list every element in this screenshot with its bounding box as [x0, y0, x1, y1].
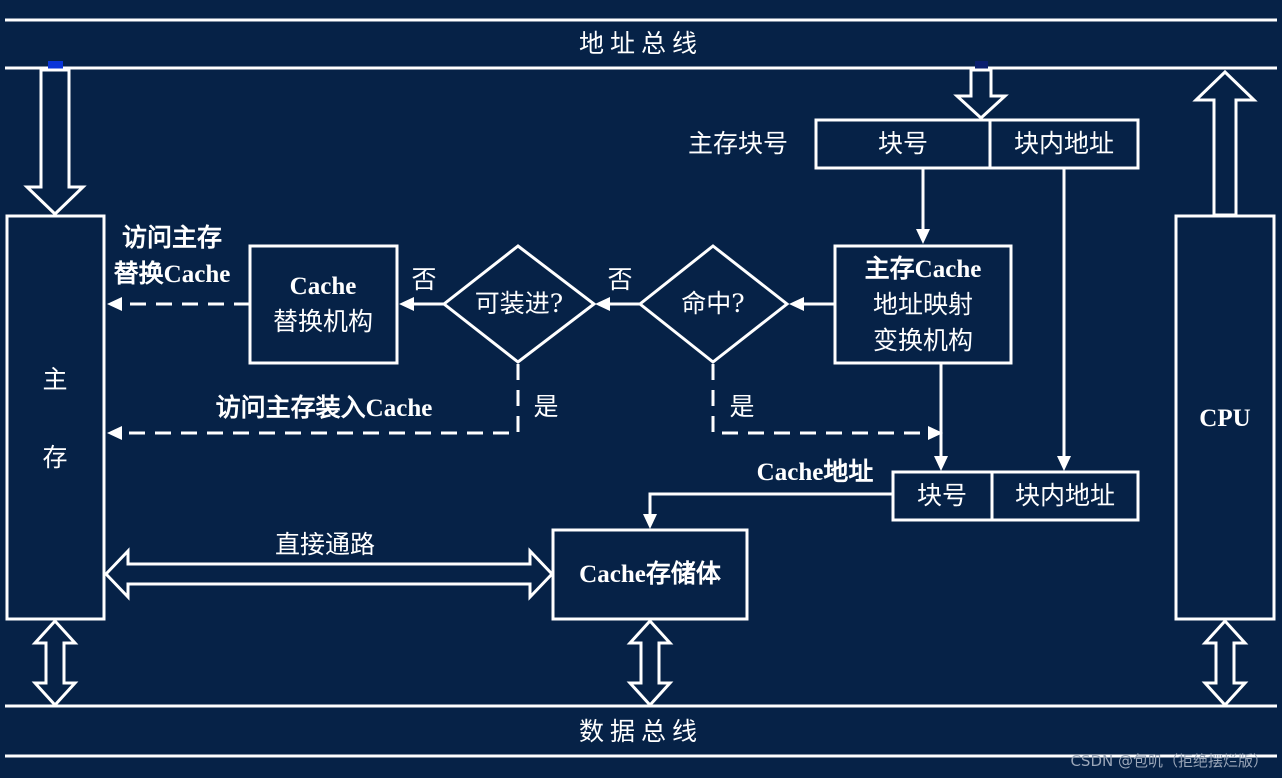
main-memory-label-bottom: 存: [42, 443, 67, 472]
memory-data-bus-arrow: [31, 618, 79, 708]
main-offset-field-label: 块内地址: [1014, 129, 1114, 158]
data-bus-label: 数据总线: [579, 717, 703, 746]
mapping-to-hit-arrowhead: [789, 297, 804, 311]
cache-address-caption: Cache地址: [757, 458, 874, 486]
load-yes-label: 是: [533, 392, 558, 421]
cache-address-to-storage-line: [648, 492, 893, 516]
cpu-label: CPU: [1199, 405, 1250, 432]
mapping-unit: 主存Cache 地址映射 变换机构: [833, 244, 1013, 365]
mapping-unit-line3: 变换机构: [873, 326, 973, 355]
cache-data-bus-arrow: [626, 618, 674, 708]
hit-decision: 命中? 否 是: [607, 244, 790, 421]
load-decision: 可装进? 否 是: [411, 244, 597, 421]
replace-unit-line2: 替换机构: [273, 307, 373, 336]
replace-unit: Cache 替换机构: [248, 244, 399, 365]
main-block-field-label: 块号: [878, 129, 928, 158]
hit-decision-diamond: [637, 244, 790, 364]
hit-yes-arrowhead: [928, 426, 943, 440]
address-to-memory-arrow: [23, 68, 87, 217]
load-path-label: 访问主存装入Cache: [216, 394, 433, 422]
hit-to-load-arrowhead: [595, 297, 610, 311]
cache-address: Cache地址 块号 块内地址: [757, 458, 1140, 522]
replace-unit-box: [248, 244, 399, 365]
main-block-address-caption: 主存块号: [688, 129, 788, 158]
hit-no-label: 否: [607, 265, 632, 294]
offset-arrowhead: [1057, 456, 1071, 471]
cache-storage-label: Cache存储体: [579, 559, 722, 588]
load-yes-arrowhead: [107, 426, 122, 440]
load-decision-label: 可装进?: [475, 289, 563, 318]
hit-yes-label: 是: [729, 392, 754, 421]
mapping-unit-line1: 主存Cache: [865, 255, 982, 283]
cache-storage: Cache存储体: [551, 528, 749, 621]
hit-yes-dashed-path: [711, 364, 928, 435]
direct-path-arrow: [103, 547, 555, 601]
replace-arrowhead: [107, 297, 122, 311]
cpu-to-address-arrow: [1192, 69, 1258, 217]
load-no-label: 否: [411, 265, 436, 294]
main-memory-box: [5, 214, 106, 621]
block-to-mapping-arrowhead: [916, 229, 930, 244]
mapping-unit-line2: 地址映射: [873, 290, 973, 319]
cpu: CPU: [1174, 214, 1276, 621]
cpu-data-bus-arrow: [1201, 618, 1249, 708]
replace-unit-line1: Cache: [290, 273, 357, 300]
address-to-block-arrow: [953, 68, 1009, 121]
load-decision-diamond: [441, 244, 597, 364]
direct-path-label: 直接通路: [275, 530, 375, 559]
replace-path-line2: 替换Cache: [114, 260, 231, 288]
replace-path-line1: 访问主存: [122, 224, 222, 252]
address-bus-label: 地址总线: [579, 29, 703, 58]
main-memory-label-top: 主: [42, 365, 67, 394]
cache-offset-field-label: 块内地址: [1015, 481, 1115, 510]
main-memory: 主 存: [5, 214, 106, 621]
mapping-to-cache-block-arrowhead: [934, 456, 948, 471]
data-bus: 数据总线: [5, 704, 1277, 758]
address-bus: 地址总线: [5, 18, 1277, 70]
main-block-address: 主存块号 块号 块内地址: [688, 118, 1140, 170]
load-to-replace-arrowhead: [399, 297, 414, 311]
hit-decision-label: 命中?: [681, 289, 744, 318]
cache-block-field-label: 块号: [917, 481, 967, 510]
watermark-text: CSDN @包叽（拒绝摆烂版）: [1070, 752, 1268, 770]
cache-address-to-storage-arrowhead: [643, 514, 657, 529]
cache-offset-field-box: [990, 470, 1140, 522]
